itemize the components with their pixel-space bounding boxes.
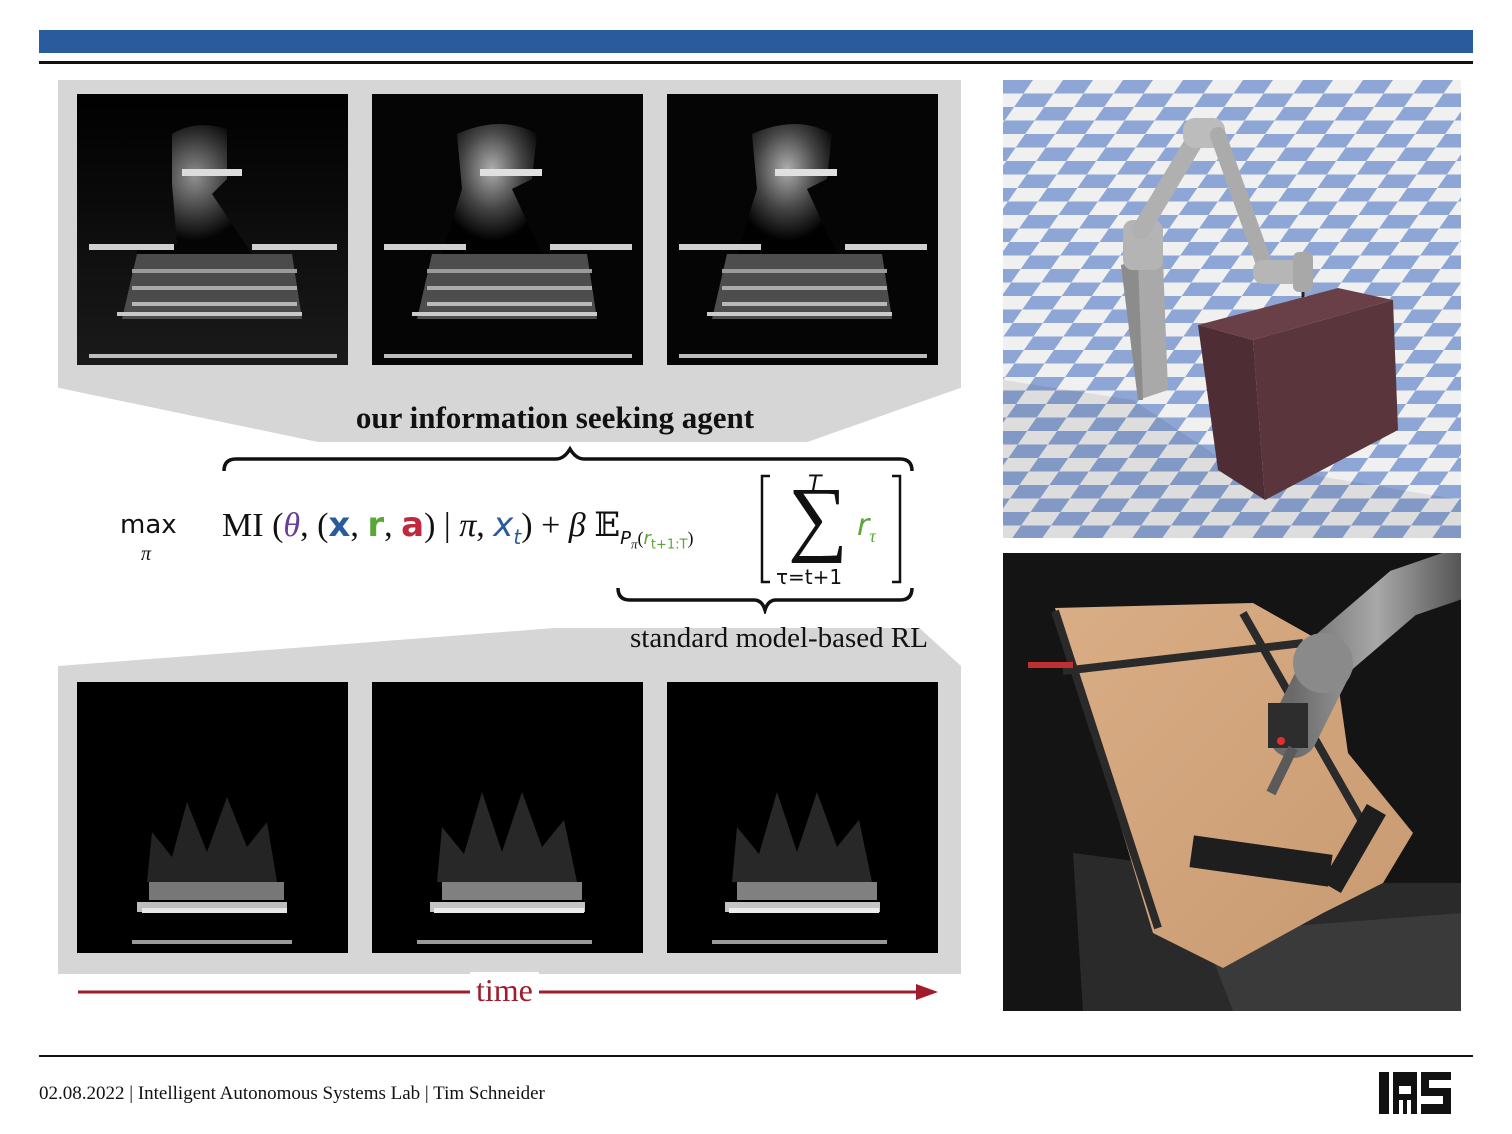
sum-term: rτ bbox=[857, 508, 876, 547]
sum-sign: ∑ bbox=[788, 471, 848, 564]
formula-mi: MI bbox=[222, 507, 264, 544]
top-brace bbox=[222, 445, 914, 472]
belief-map-tile-3 bbox=[667, 94, 938, 365]
simulated-robot-arm bbox=[1003, 80, 1461, 538]
footer-text: 02.08.2022 | Intelligent Autonomous Syst… bbox=[39, 1083, 545, 1105]
bottom-brace bbox=[616, 587, 914, 614]
sum-term-r: r bbox=[857, 508, 870, 543]
formula-expectation-r: r bbox=[643, 527, 651, 549]
formula-r: r bbox=[367, 505, 385, 545]
ias-logo bbox=[1379, 1072, 1451, 1114]
footer-author: Tim Schneider bbox=[433, 1083, 545, 1104]
footer-rule bbox=[39, 1055, 1473, 1057]
formula-max: max bbox=[120, 510, 177, 540]
time-label: time bbox=[470, 972, 539, 1009]
footer-separator: | bbox=[424, 1083, 429, 1104]
formula-max-subscript: π bbox=[141, 543, 152, 565]
sum-upper-limit: T bbox=[808, 472, 822, 497]
formula-beta: β bbox=[568, 507, 586, 544]
formula-x: x bbox=[328, 505, 351, 545]
sum-lower-limit: τ=t+1 bbox=[776, 565, 843, 589]
formula-xt-subscript: t bbox=[513, 524, 522, 549]
label-information-seeking-agent: our information seeking agent bbox=[355, 400, 755, 435]
belief-map-tile-5 bbox=[372, 682, 643, 953]
formula-pi: π bbox=[459, 507, 477, 544]
belief-map-tile-1 bbox=[77, 94, 348, 365]
sum-term-subscript: τ bbox=[869, 526, 876, 546]
formula-expectation-range: t+1:T bbox=[650, 537, 688, 553]
header-bar bbox=[39, 30, 1473, 53]
sum-brackets bbox=[760, 474, 902, 584]
belief-map-tile-4 bbox=[77, 682, 348, 953]
footer-lab: Intelligent Autonomous Systems Lab bbox=[137, 1083, 421, 1104]
formula-expectation: 𝔼 bbox=[594, 507, 621, 544]
belief-map-tile-6 bbox=[667, 682, 938, 953]
real-robot-tilted-board bbox=[1003, 553, 1461, 1011]
footer-date: 02.08.2022 bbox=[39, 1083, 125, 1104]
formula-expectation-pi: π bbox=[630, 536, 638, 552]
header-rule bbox=[39, 61, 1473, 64]
formula-expression: MI (θ, (x, r, a) | π, xt) + β 𝔼Pπ(rt+1:T… bbox=[222, 505, 694, 553]
formula-theta: θ bbox=[283, 507, 301, 544]
footer-separator: | bbox=[129, 1083, 134, 1104]
formula-a: a bbox=[401, 505, 425, 545]
label-standard-model-based-rl: standard model-based RL bbox=[630, 622, 928, 654]
formula-xt: x bbox=[493, 505, 514, 545]
belief-map-tile-2 bbox=[372, 94, 643, 365]
formula-expectation-p: P bbox=[620, 527, 631, 549]
